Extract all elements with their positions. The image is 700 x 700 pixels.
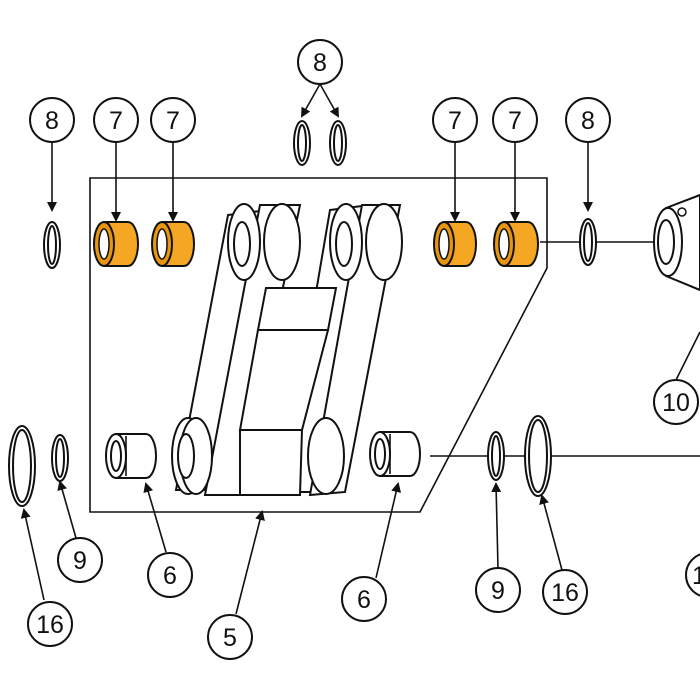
- callout-6-left: 6: [147, 552, 193, 598]
- o-rings: [8, 120, 597, 507]
- callout-8-left: 8: [29, 97, 75, 143]
- svg-text:16: 16: [36, 611, 64, 639]
- callout-8-right: 8: [565, 97, 611, 143]
- svg-text:16: 16: [551, 579, 579, 607]
- callout-7-c: 7: [432, 97, 478, 143]
- svg-text:5: 5: [223, 624, 237, 652]
- callout-7-d: 7: [492, 97, 538, 143]
- svg-text:8: 8: [45, 107, 59, 135]
- callout-6-right: 6: [341, 576, 387, 622]
- bushings-item-6: [105, 431, 421, 479]
- svg-text:7: 7: [109, 107, 123, 135]
- h-link-item-5: [171, 203, 403, 497]
- callout-9-right: 9: [475, 567, 521, 613]
- svg-text:6: 6: [357, 586, 371, 614]
- svg-text:8: 8: [313, 49, 327, 77]
- svg-text:7: 7: [508, 107, 522, 135]
- assembly-frame: [89, 177, 548, 513]
- svg-text:10: 10: [662, 389, 690, 417]
- svg-text:8: 8: [581, 107, 595, 135]
- callout-16-left: 16: [27, 601, 73, 647]
- svg-text:9: 9: [491, 577, 505, 605]
- svg-text:1: 1: [692, 562, 700, 590]
- svg-text:7: 7: [448, 107, 462, 135]
- svg-text:6: 6: [163, 562, 177, 590]
- callout-9-left: 9: [57, 537, 103, 583]
- callout-7-a: 7: [93, 97, 139, 143]
- svg-text:9: 9: [73, 547, 87, 575]
- callout-16-right: 16: [542, 569, 588, 615]
- leader-lines: [20, 83, 700, 615]
- pin-assembly-item-10: [653, 193, 700, 292]
- callout-7-b: 7: [150, 97, 196, 143]
- callout-8-top: 8: [297, 39, 343, 85]
- bushings-item-7: [93, 221, 539, 267]
- callout-10: 10: [653, 379, 699, 425]
- callout-edge-partial: 1: [685, 553, 700, 597]
- callout-5: 5: [207, 614, 253, 660]
- svg-text:7: 7: [166, 107, 180, 135]
